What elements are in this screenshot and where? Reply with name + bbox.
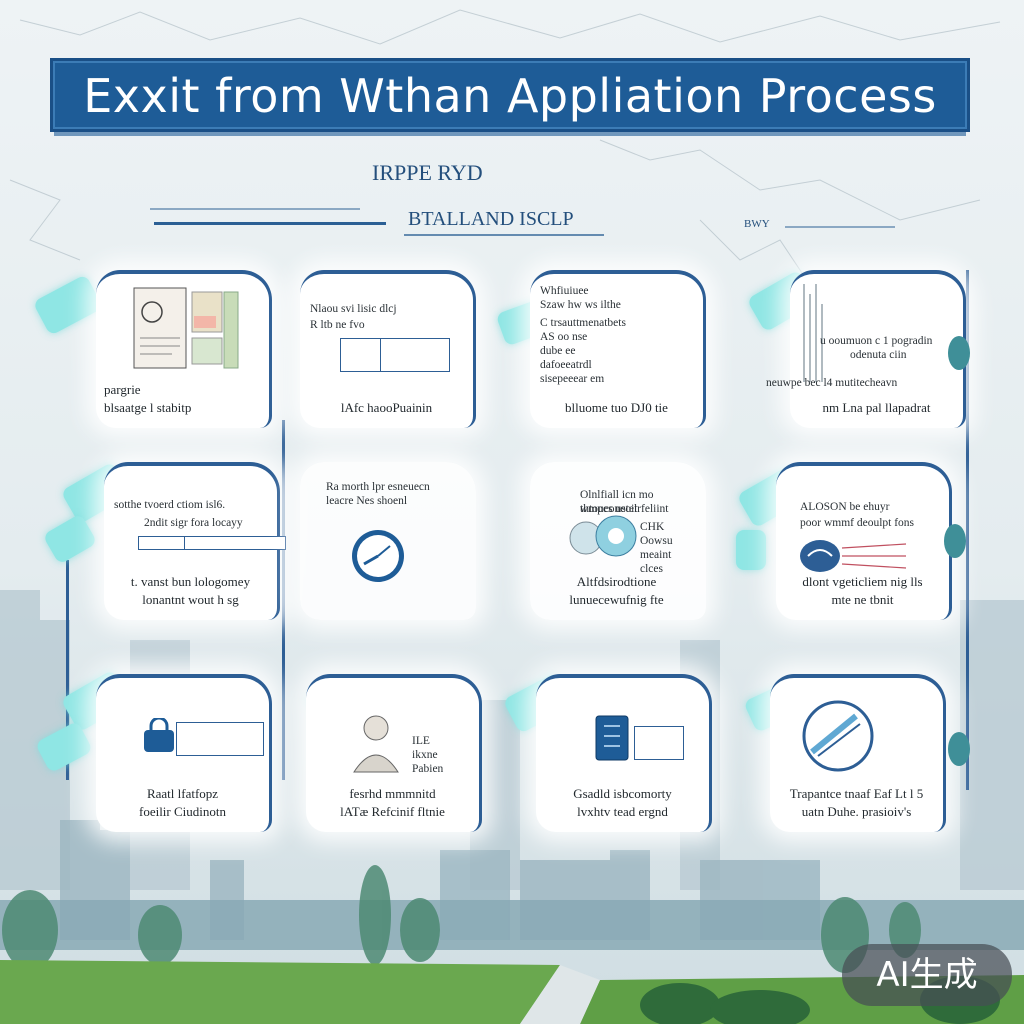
card-caption: blluome tuo DJ0 tie xyxy=(565,400,668,415)
legend-line-top xyxy=(150,208,360,210)
subtitle-right: BWY xyxy=(744,218,770,230)
step-card-10: ILE ikxne Pabien fesrhd mmmnitd lATæ Ref… xyxy=(306,674,482,832)
step-card-6: Ra morth lpr esneuecn leacre Nes shoenl xyxy=(300,462,476,620)
card-line: 2ndit sigr fora locayy xyxy=(144,517,243,529)
tab-marker xyxy=(736,530,766,570)
card-line: meaint clces xyxy=(640,549,672,575)
brain-icon xyxy=(800,540,907,572)
card-caption: fesrhd mmmnitd xyxy=(349,786,436,801)
form-field xyxy=(176,722,264,756)
form-field xyxy=(340,338,382,372)
card-line: C trsauttmenatbets xyxy=(540,317,626,329)
card-line: wmpes ustelrfeliint xyxy=(580,503,669,515)
person-icon xyxy=(353,715,399,773)
legend-line-mid xyxy=(404,234,604,236)
chart-bars-icon xyxy=(803,284,823,382)
card-caption: Gsadld isbcomorty xyxy=(573,786,672,801)
card-line: leacre Nes shoenl xyxy=(326,495,408,507)
card-caption: Trapantce tnaaf Eaf Lt l 5 xyxy=(789,786,924,801)
card-line: Whfiuiuee xyxy=(540,285,589,297)
form-field xyxy=(138,536,186,550)
card-line: AS oo nse xyxy=(540,331,588,343)
card-caption: foeilir Ciudinotn xyxy=(138,804,227,819)
step-card-8: ALOSON be ehuyr poor wmmf deoulpt fons d… xyxy=(776,462,952,620)
card-line: sisepeeear em xyxy=(540,373,605,385)
server-icon xyxy=(595,715,629,761)
card-line: CHK xyxy=(640,521,665,533)
card-caption: mte ne tbnit xyxy=(831,592,894,607)
step-card-9: Raatl lfatfopz foeilir Ciudinotn xyxy=(96,674,272,832)
legend-line xyxy=(154,222,386,225)
card-caption: dlont vgeticliem nig lls xyxy=(802,574,923,589)
card-caption: uatn Duhe. prasioiv's xyxy=(801,804,912,819)
connector-line xyxy=(66,560,69,780)
form-field xyxy=(634,726,684,760)
card-line: Ra morth lpr esneuecn xyxy=(326,481,430,493)
node-dot xyxy=(948,732,970,766)
connector-line xyxy=(966,270,969,790)
card-caption: t. vanst bun lologomey xyxy=(130,574,251,589)
ai-generated-badge: AI生成 xyxy=(842,944,1012,1006)
clock-icon xyxy=(352,530,404,582)
node-dot xyxy=(948,336,970,370)
card-line: neuwpe bec l4 mutitecheavn xyxy=(766,377,898,389)
card-line: odenuta ciin xyxy=(850,349,907,361)
card-caption: lvxhtv tead ergnd xyxy=(577,804,668,819)
globe-icon xyxy=(802,700,874,772)
card-line: ikxne xyxy=(412,749,438,761)
card-line: sotthe tvoerd ctiom isl6. xyxy=(114,499,226,511)
card-line: u ooumuon c 1 pogradin xyxy=(820,335,933,347)
subtitle-top: IRPPE RYD xyxy=(372,160,483,185)
card-caption: Raatl lfatfopz xyxy=(146,786,219,801)
title-banner: Exxit from Wthan Appliation Process xyxy=(50,58,970,132)
node-dot xyxy=(944,524,966,558)
card-caption: lonantnt wout h sg xyxy=(142,592,239,607)
card-caption: Altfdsirodtione xyxy=(576,574,657,589)
card-line: ALOSON be ehuyr xyxy=(800,501,890,513)
step-card-12: Trapantce tnaaf Eaf Lt l 5 uatn Duhe. pr… xyxy=(770,674,946,832)
card-line: Szaw hw ws ilthe xyxy=(540,299,621,311)
card-caption: lunuecewufnig fte xyxy=(569,592,664,607)
card-caption: lATæ Refcinif fltnie xyxy=(340,804,445,819)
card-line: Pabien xyxy=(412,763,444,775)
card-line: Oowsu xyxy=(640,535,673,547)
legend-line-right xyxy=(785,226,895,228)
step-card-7: Olnlfiall icn mo thtouconeoit wmpes uste… xyxy=(530,462,706,620)
step-card-4: u ooumuon c 1 pogradin odenuta ciin neuw… xyxy=(766,270,966,428)
card-line: dafoeeatrdl xyxy=(540,359,592,371)
card-caption: pargrie xyxy=(104,382,141,397)
form-field xyxy=(380,338,450,372)
diagram-title: Exxit from Wthan Appliation Process xyxy=(83,69,937,123)
card-caption: nm Lna pal llapadrat xyxy=(822,400,931,415)
step-card-1: pargrie blsaatge l stabitp xyxy=(96,270,272,428)
card-caption: blsaatge l stabitp xyxy=(104,400,192,415)
document-icon xyxy=(133,287,239,369)
card-line: Olnlfiall icn mo thtouconeoit xyxy=(580,489,654,515)
card-line: R ltb ne fvo xyxy=(310,319,365,331)
step-card-2: Nlaou svi lisic dlcj R ltb ne fvo lAfc h… xyxy=(300,270,476,428)
subtitle-mid: BTALLAND ISCLP xyxy=(408,208,574,230)
card-caption: lAfc haooPuainin xyxy=(340,400,433,415)
title-underline xyxy=(54,132,966,136)
step-card-11: Gsadld isbcomorty lvxhtv tead ergnd xyxy=(536,674,712,832)
form-field xyxy=(184,536,286,550)
step-card-5: sotthe tvoerd ctiom isl6. 2ndit sigr for… xyxy=(104,462,286,620)
card-line: dube ee xyxy=(540,345,576,357)
card-line: ILE xyxy=(412,735,430,747)
card-line: Nlaou svi lisic dlcj xyxy=(310,303,397,315)
gears-icon xyxy=(569,515,637,557)
connector-line xyxy=(282,420,285,780)
padlock-icon xyxy=(144,718,174,752)
card-line: poor wmmf deoulpt fons xyxy=(800,517,915,529)
step-card-3: Whfiuiuee Szaw hw ws ilthe C trsauttmena… xyxy=(530,270,706,428)
